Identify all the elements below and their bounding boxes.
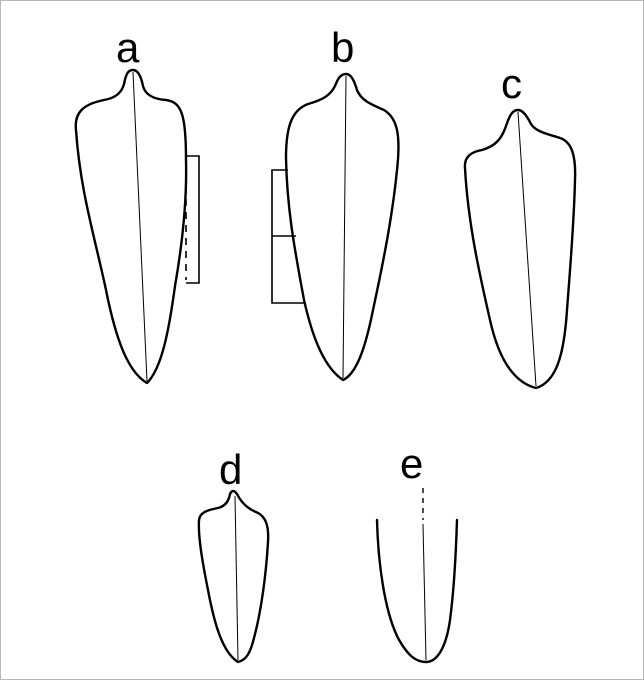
label-b: b <box>331 24 354 71</box>
leaf-e-outline <box>377 520 457 662</box>
leaf-a: a <box>76 24 199 383</box>
leaf-a-outline <box>76 70 186 383</box>
leaf-b-outline <box>286 74 398 380</box>
label-e: e <box>400 440 423 487</box>
leaf-c-midrib <box>518 112 536 386</box>
label-c: c <box>501 60 522 107</box>
leaf-e: e <box>377 440 457 662</box>
leaf-d-outline <box>199 491 268 662</box>
leaf-b: b <box>272 24 398 380</box>
label-d: d <box>219 446 242 493</box>
leaf-b-midrib <box>343 76 346 378</box>
label-a: a <box>116 24 140 71</box>
leaf-c: c <box>465 60 575 388</box>
leaf-a-attached-strip <box>186 156 199 283</box>
leaf-a-midrib <box>133 72 147 381</box>
leaf-e-midrib <box>423 524 426 660</box>
leaf-c-outline <box>465 110 575 388</box>
leaf-d: d <box>199 446 268 662</box>
leaf-d-midrib <box>235 496 238 660</box>
